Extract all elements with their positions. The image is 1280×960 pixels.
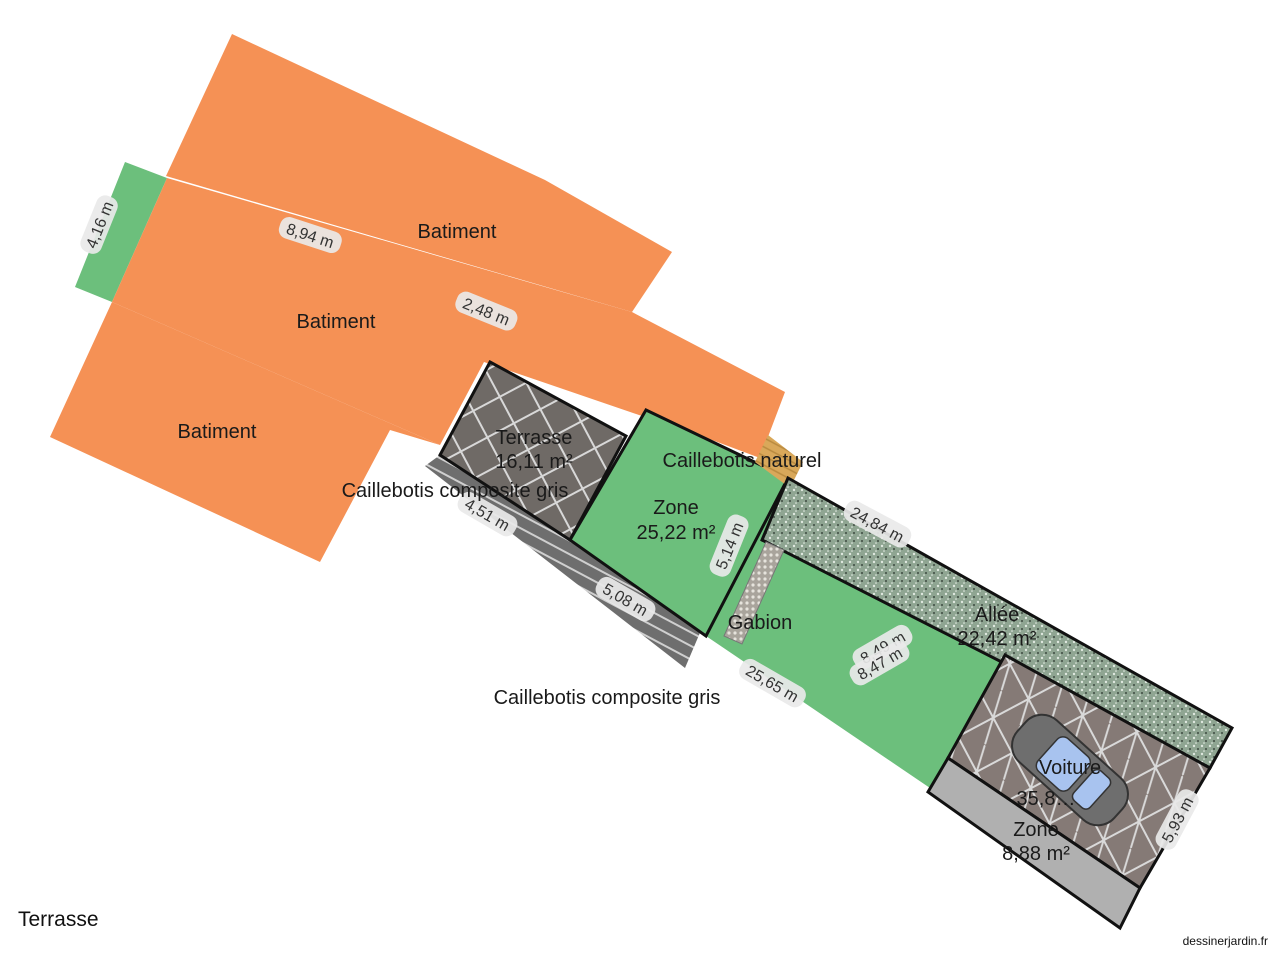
car-icon [1011,713,1129,827]
caillebotis-gris-label-2: Caillebotis composite gris [494,687,721,709]
zone-1-area: 25,22 m² [637,522,716,544]
batiment-1-shape[interactable] [166,34,672,312]
credit-link[interactable]: dessinerjardin.fr [1182,934,1268,948]
batiment-2-label: Batiment [297,311,376,333]
caillebotis-naturel-shape[interactable] [755,435,803,488]
gabion-shape[interactable] [723,541,785,645]
zone-2-shape[interactable] [926,755,1142,931]
batiment-1-label: Batiment [418,221,497,243]
batiment-2-shape[interactable] [112,178,785,458]
lawn-strip-left[interactable] [75,162,167,302]
allee-label: Allée [975,604,1019,626]
project-title: Terrasse [18,908,99,931]
caillebotis-naturel-label: Caillebotis naturel [663,450,822,472]
batiment-3-label: Batiment [178,421,257,443]
zone-1-shape[interactable] [568,408,791,639]
terrasse-area: 16,11 m² [495,451,573,473]
gabion-label: Gabion [728,612,793,634]
batiment-3-shape[interactable] [50,302,440,562]
voiture-area: 35,8… [1017,788,1076,810]
caillebotis-gris-label-1: Caillebotis composite gris [342,480,569,502]
terrasse-label: Terrasse [496,427,573,449]
voiture-label: Voiture [1039,757,1101,779]
allee-area: 22,42 m² [958,628,1037,650]
zone-2-label: Zone [1013,819,1059,841]
zone-2-area: 8,88 m² [1002,843,1070,865]
zone-1-label: Zone [653,497,699,519]
